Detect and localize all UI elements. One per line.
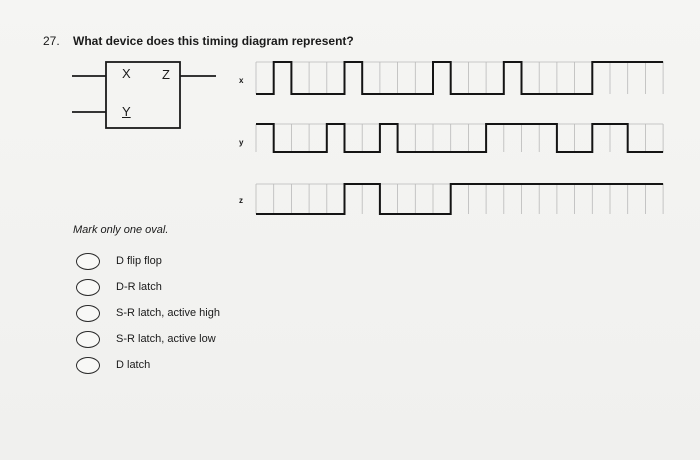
radio-oval[interactable] — [76, 278, 100, 296]
option-d-flip-flop[interactable]: D flip flop — [76, 248, 220, 274]
radio-oval[interactable] — [76, 330, 100, 348]
signal-label-x: x — [239, 76, 244, 85]
question-text: What device does this timing diagram rep… — [73, 34, 354, 48]
option-d-r-latch[interactable]: D-R latch — [76, 274, 220, 300]
option-s-r-latch-active-low[interactable]: S-R latch, active low — [76, 326, 220, 352]
port-label-y: Y — [122, 104, 131, 119]
signal-label-z: z — [239, 196, 243, 205]
waveform-x — [256, 61, 664, 95]
option-label: D latch — [116, 359, 151, 371]
question-number: 27. — [43, 34, 60, 48]
device-block-diagram — [72, 61, 216, 129]
port-label-x: X — [122, 66, 131, 81]
option-label: S-R latch, active low — [116, 333, 216, 345]
radio-oval[interactable] — [76, 304, 100, 322]
signal-label-y: y — [239, 138, 244, 147]
waveform-y — [256, 123, 664, 153]
timing-diagram — [255, 61, 664, 215]
option-label: D-R latch — [116, 281, 162, 293]
device-box — [105, 61, 181, 129]
port-label-z: Z — [162, 67, 170, 82]
option-d-latch[interactable]: D latch — [76, 352, 220, 378]
answer-options: D flip flop D-R latch S-R latch, active … — [76, 248, 220, 378]
radio-oval[interactable] — [76, 356, 100, 374]
waveform-z — [256, 183, 664, 215]
option-label: D flip flop — [116, 255, 162, 267]
instruction-text: Mark only one oval. — [73, 224, 169, 236]
option-s-r-latch-active-high[interactable]: S-R latch, active high — [76, 300, 220, 326]
radio-oval[interactable] — [76, 252, 100, 270]
option-label: S-R latch, active high — [116, 307, 220, 319]
